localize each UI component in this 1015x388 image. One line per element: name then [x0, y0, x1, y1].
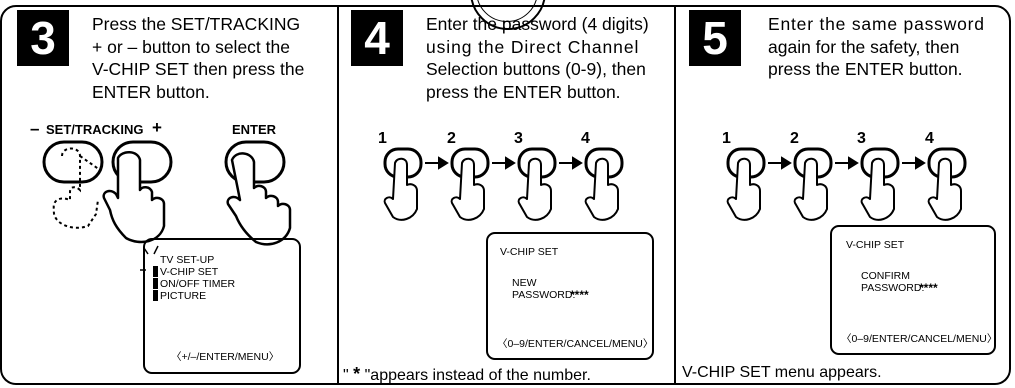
step-number: 5: [689, 10, 741, 66]
sequence-number: 4: [581, 130, 590, 147]
arrow-right-icon: [505, 156, 516, 170]
hand-motion-dashed-icon: [52, 147, 99, 229]
screen-title: V-CHIP SET: [846, 239, 905, 251]
sequence-number: 4: [925, 130, 934, 147]
screen-label: PASSWORD:: [512, 289, 576, 301]
instruction-line: press the ENTER button.: [768, 59, 963, 79]
cursor-block: [153, 290, 158, 301]
menu-item: PICTURE: [160, 290, 207, 302]
instruction-line: using the Direct Channel: [426, 36, 640, 57]
arrow-right-icon: [915, 156, 926, 170]
arrow-right-icon: [572, 156, 583, 170]
step-number: 3: [17, 10, 69, 66]
screen-label: NEW: [512, 277, 537, 289]
screen-title: V-CHIP SET: [500, 246, 559, 258]
hand-icon: [927, 157, 962, 221]
plus-label: +: [152, 118, 162, 137]
step-note: " * "appears instead of the number.: [343, 364, 591, 385]
cursor-block: [153, 266, 158, 277]
enter-label: ENTER: [232, 122, 277, 137]
number-buttons-illustration: [383, 147, 624, 221]
menu-item-selected: V-CHIP SET: [160, 266, 219, 278]
hand-icon: [517, 157, 552, 221]
menu-footer: 〈+/–/ENTER/MENU〉: [171, 351, 280, 363]
screen-footer: 〈0–9/ENTER/CANCEL/MENU〉: [497, 338, 654, 350]
hand-icon: [793, 157, 828, 221]
cursor-block: [153, 278, 158, 289]
sequence-number: 2: [790, 130, 799, 147]
hand-icon: [226, 152, 292, 246]
sequence-number: 1: [722, 130, 731, 147]
step-note: V-CHIP SET menu appears.: [682, 364, 882, 381]
set-tracking-label: SET/TRACKING: [46, 122, 144, 137]
password-mask: ****: [570, 288, 589, 302]
hand-icon: [726, 157, 761, 221]
instruction-line: Enter the same password: [768, 14, 985, 34]
instruction-line: press the ENTER button.: [426, 81, 621, 102]
number-buttons-illustration: [726, 147, 967, 221]
on-screen-menu: V-CHIP SET CONFIRM PASSWORD: **** 〈0–9/E…: [830, 225, 998, 355]
step-number: 4: [351, 10, 403, 66]
panel-divider: [674, 5, 676, 385]
step-instruction: Press the SET/TRACKING + or – button to …: [92, 13, 332, 103]
password-mask: ****: [919, 281, 938, 295]
hand-icon: [383, 157, 418, 221]
screen-label: CONFIRM: [861, 270, 910, 282]
minus-label: –: [30, 119, 40, 138]
instruction-line: Press the SET/TRACKING: [92, 14, 301, 34]
on-screen-menu: TV SET-UP V-CHIP SET ON/OFF TIMER PICTUR…: [143, 238, 301, 374]
step-instruction: Enter the password (4 digits) using the …: [426, 13, 671, 103]
set-tracking-buttons-illustration: [42, 140, 292, 246]
instruction-line: Selection buttons (0-9), then: [426, 59, 646, 79]
sequence-number: 3: [514, 130, 523, 147]
hand-icon: [102, 151, 166, 244]
motion-line: [79, 155, 101, 171]
hand-icon: [860, 157, 895, 221]
sequence-number: 3: [857, 130, 866, 147]
plus-button-shape: [111, 140, 173, 184]
screen-footer: 〈0–9/ENTER/CANCEL/MENU〉: [841, 333, 998, 345]
minus-button-shape: [42, 140, 104, 184]
instruction-line: V-CHIP SET then press the: [92, 59, 305, 79]
menu-item: ON/OFF TIMER: [160, 278, 236, 290]
hand-icon: [450, 157, 485, 221]
sequence-number: 1: [378, 130, 387, 147]
instruction-frame: [0, 5, 1011, 385]
menu-item: TV SET-UP: [160, 254, 215, 266]
on-screen-menu: V-CHIP SET NEW PASSWORD: **** 〈0–9/ENTER…: [486, 232, 654, 360]
arrow-right-icon: [781, 156, 792, 170]
instruction-line: again for the safety, then: [768, 36, 960, 57]
step-instruction: Enter the same password again for the sa…: [768, 13, 1008, 81]
hand-icon: [584, 157, 619, 221]
instruction-line: Enter the password (4 digits): [426, 14, 649, 34]
note-quote: ": [343, 367, 349, 384]
sequence-number: 2: [447, 130, 456, 147]
screen-label: PASSWORD:: [861, 282, 925, 294]
arrow-right-icon: [438, 156, 449, 170]
panel-divider: [337, 5, 339, 385]
note-star: *: [353, 364, 361, 384]
instruction-line: + or – button to select the: [92, 36, 290, 57]
arrow-right-icon: [848, 156, 859, 170]
instruction-line: ENTER button.: [92, 81, 210, 102]
note-text: "appears instead of the number.: [364, 367, 591, 384]
